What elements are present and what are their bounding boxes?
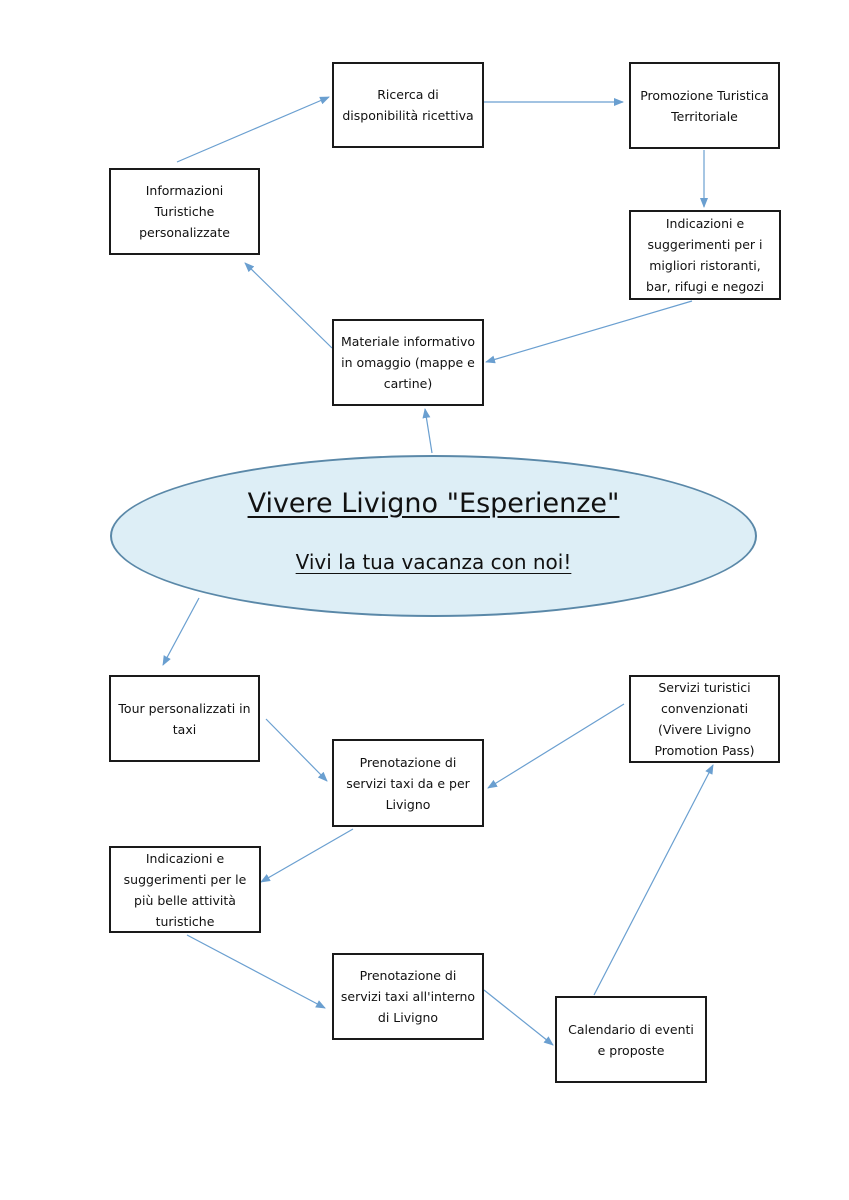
box-promozione: Promozione Turistica Territoriale <box>629 62 780 149</box>
arrow-center-to-tour <box>162 597 200 666</box>
box-servizi-convenzionati-label: Servizi turistici convenzionati (Vivere … <box>654 680 755 758</box>
box-prenotazione-interno-label: Prenotazione di servizi taxi all'interno… <box>340 968 476 1025</box>
box-indicazioni-ristoranti-label: Indicazioni e suggerimenti per i miglior… <box>646 216 764 294</box>
box-informazioni: Informazioni Turistiche personalizzate <box>109 168 260 255</box>
arrow-prenotazione-interno-to-calendario <box>483 989 554 1046</box>
box-prenotazione-da-per-label: Prenotazione di servizi taxi da e per Li… <box>346 754 470 812</box>
box-tour: Tour personalizzati in taxi <box>109 675 260 762</box>
box-calendario: Calendario di eventi e proposte <box>555 996 707 1083</box>
box-indicazioni-attivita: Indicazioni e suggerimenti per le più be… <box>109 846 261 933</box>
arrow-prenotazione-to-indicazioni <box>260 828 354 883</box>
arrow-tour-to-prenotazione <box>265 718 328 782</box>
box-promozione-label: Promozione Turistica Territoriale <box>640 87 769 124</box>
box-ricerca: Ricerca di disponibilità ricettiva <box>332 62 484 148</box>
box-indicazioni-attivita-label: Indicazioni e suggerimenti per le più be… <box>123 850 247 929</box>
arrow-indicazioni-to-materiale <box>485 300 693 364</box>
arrow-informazioni-to-ricerca <box>176 96 330 163</box>
box-materiale: Materiale informativo in omaggio (mappe … <box>332 319 484 406</box>
arrow-materiale-to-informazioni <box>244 262 333 349</box>
box-informazioni-label: Informazioni Turistiche personalizzate <box>139 183 230 240</box>
arrow-calendario-to-servizi <box>593 764 714 996</box>
box-ricerca-label: Ricerca di disponibilità ricettiva <box>342 87 474 123</box>
box-calendario-label: Calendario di eventi e proposte <box>568 1021 694 1058</box>
arrow-center-to-materiale <box>422 408 433 454</box>
box-tour-label: Tour personalizzati in taxi <box>118 700 251 737</box>
diagram-title: Vivere Livigno "Esperienze" <box>247 488 620 519</box>
arrow-servizi-to-prenotazione <box>487 703 625 789</box>
box-indicazioni-ristoranti: Indicazioni e suggerimenti per i miglior… <box>629 210 781 300</box>
box-prenotazione-interno: Prenotazione di servizi taxi all'interno… <box>332 953 484 1040</box>
box-prenotazione-da-per: Prenotazione di servizi taxi da e per Li… <box>332 739 484 827</box>
diagram-subtitle: Vivi la tua vacanza con noi! <box>295 550 572 574</box>
box-servizi-convenzionati: Servizi turistici convenzionati (Vivere … <box>629 675 780 763</box>
center-ellipse <box>110 455 757 617</box>
arrow-indicazioni-to-prenotazione-interno <box>186 934 326 1009</box>
box-materiale-label: Materiale informativo in omaggio (mappe … <box>340 334 476 391</box>
